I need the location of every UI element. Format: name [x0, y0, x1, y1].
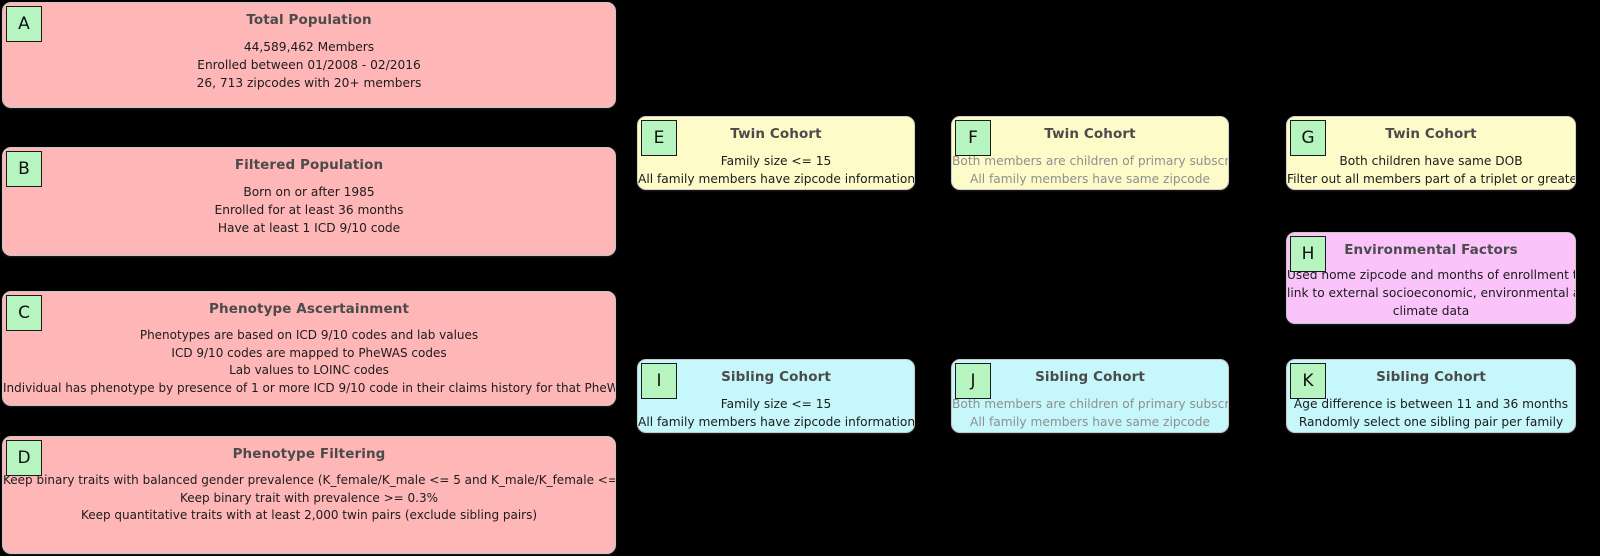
panel-line: 44,589,462 Members [243, 39, 375, 54]
panel-lines-j: Both members are children of primary sub… [952, 395, 1228, 431]
panel-twin-cohort-e[interactable]: E Twin Cohort Family size <= 15 All fami… [637, 116, 915, 190]
panel-title-b: Filtered Population [234, 157, 384, 173]
panel-lines-g: Both children have same DOB Filter out a… [1287, 152, 1575, 188]
panel-phenotype-ascertainment[interactable]: C Phenotype Ascertainment Phenotypes are… [2, 291, 616, 406]
panel-lines-f: Both members are children of primary sub… [952, 152, 1228, 188]
panel-line: Have at least 1 ICD 9/10 code [217, 220, 401, 235]
panel-environmental-factors[interactable]: H Environmental Factors Used home zipcod… [1286, 232, 1576, 324]
panel-body-a: Total Population 44,589,462 Members Enro… [3, 3, 615, 92]
panel-tag-b: B [6, 151, 42, 187]
panel-title-i: Sibling Cohort [721, 369, 831, 385]
panel-title-d: Phenotype Filtering [232, 446, 386, 462]
panel-line: Phenotypes are based on ICD 9/10 codes a… [139, 327, 479, 342]
panel-phenotype-filtering[interactable]: D Phenotype Filtering Keep binary traits… [2, 436, 616, 554]
panel-title-h: Environmental Factors [1344, 242, 1518, 258]
panel-line: Family size <= 15 [720, 153, 832, 168]
panel-line: All family members have zipcode informat… [638, 414, 915, 429]
panel-line: Born on or after 1985 [243, 184, 375, 199]
panel-lines-i: Family size <= 15 All family members hav… [638, 395, 914, 431]
panel-line: Both children have same DOB [1339, 153, 1523, 168]
panel-tag-j: J [955, 363, 991, 399]
panel-line: link to external socioeconomic, environm… [1287, 285, 1576, 300]
panel-line: Family size <= 15 [720, 396, 832, 411]
panel-tag-k: K [1290, 363, 1326, 399]
panel-title-k: Sibling Cohort [1376, 369, 1486, 385]
panel-title-c: Phenotype Ascertainment [208, 301, 409, 317]
panel-line: Enrolled between 01/2008 - 02/2016 [197, 57, 421, 72]
panel-line: Individual has phenotype by presence of … [3, 381, 616, 396]
panel-title-e: Twin Cohort [730, 126, 822, 142]
panel-tag-d: D [6, 440, 42, 476]
panel-line: All family members have same zipcode [970, 414, 1210, 429]
panel-title-j: Sibling Cohort [1035, 369, 1145, 385]
panel-line: All family members have zipcode informat… [638, 171, 915, 186]
panel-line: Keep quantitative traits with at least 2… [80, 508, 538, 523]
panel-body-k: Sibling Cohort Age difference is between… [1287, 360, 1575, 431]
panel-tag-h: H [1290, 236, 1326, 272]
panel-line: ICD 9/10 codes are mapped to PheWAS code… [171, 345, 447, 360]
panel-body-e: Twin Cohort Family size <= 15 All family… [638, 117, 914, 188]
panel-body-f: Twin Cohort Both members are children of… [952, 117, 1228, 188]
panel-line: Filter out all members part of a triplet… [1287, 171, 1576, 186]
panel-title-f: Twin Cohort [1044, 126, 1136, 142]
panel-filtered-population[interactable]: B Filtered Population Born on or after 1… [2, 147, 616, 256]
panel-tag-i: I [641, 363, 677, 399]
panel-lines-a: 44,589,462 Members Enrolled between 01/2… [3, 38, 615, 92]
panel-lines-k: Age difference is between 11 and 36 mont… [1287, 395, 1575, 431]
panel-line: Age difference is between 11 and 36 mont… [1293, 396, 1569, 411]
panel-line: Keep binary trait with prevalence >= 0.3… [180, 490, 438, 505]
panel-line: Keep binary traits with balanced gender … [3, 472, 616, 487]
panel-tag-f: F [955, 120, 991, 156]
panel-line: Used home zipcode and months of enrollme… [1287, 267, 1576, 282]
panel-line: Both members are children of primary sub… [952, 396, 1229, 411]
panel-total-population[interactable]: A Total Population 44,589,462 Members En… [2, 2, 616, 108]
panel-line: 26, 713 zipcodes with 20+ members [196, 75, 422, 90]
panel-body-b: Filtered Population Born on or after 198… [3, 148, 615, 237]
panel-lines-d: Keep binary traits with balanced gender … [3, 472, 615, 525]
panel-lines-h: Used home zipcode and months of enrollme… [1287, 266, 1575, 320]
panel-sibling-cohort-j[interactable]: J Sibling Cohort Both members are childr… [951, 359, 1229, 433]
panel-lines-e: Family size <= 15 All family members hav… [638, 152, 914, 188]
panel-title-g: Twin Cohort [1385, 126, 1477, 142]
panel-tag-e: E [641, 120, 677, 156]
panel-sibling-cohort-k[interactable]: K Sibling Cohort Age difference is betwe… [1286, 359, 1576, 433]
panel-body-c: Phenotype Ascertainment Phenotypes are b… [3, 292, 615, 398]
panel-line: All family members have same zipcode [970, 171, 1210, 186]
panel-line: climate data [1392, 303, 1470, 318]
panel-twin-cohort-g[interactable]: G Twin Cohort Both children have same DO… [1286, 116, 1576, 190]
panel-line: Enrolled for at least 36 months [214, 202, 404, 217]
panel-twin-cohort-f[interactable]: F Twin Cohort Both members are children … [951, 116, 1229, 190]
panel-tag-a: A [6, 6, 42, 42]
panel-body-j: Sibling Cohort Both members are children… [952, 360, 1228, 431]
panel-body-d: Phenotype Filtering Keep binary traits w… [3, 437, 615, 525]
panel-body-g: Twin Cohort Both children have same DOB … [1287, 117, 1575, 188]
panel-title-a: Total Population [246, 12, 372, 28]
panel-body-h: Environmental Factors Used home zipcode … [1287, 233, 1575, 320]
panel-line: Randomly select one sibling pair per fam… [1298, 414, 1564, 429]
panel-lines-c: Phenotypes are based on ICD 9/10 codes a… [3, 327, 615, 398]
panel-tag-c: C [6, 295, 42, 331]
panel-tag-g: G [1290, 120, 1326, 156]
panel-line: Lab values to LOINC codes [229, 363, 389, 378]
panel-line: Both members are children of primary sub… [952, 153, 1229, 168]
panel-body-i: Sibling Cohort Family size <= 15 All fam… [638, 360, 914, 431]
panel-sibling-cohort-i[interactable]: I Sibling Cohort Family size <= 15 All f… [637, 359, 915, 433]
panel-lines-b: Born on or after 1985 Enrolled for at le… [3, 183, 615, 237]
